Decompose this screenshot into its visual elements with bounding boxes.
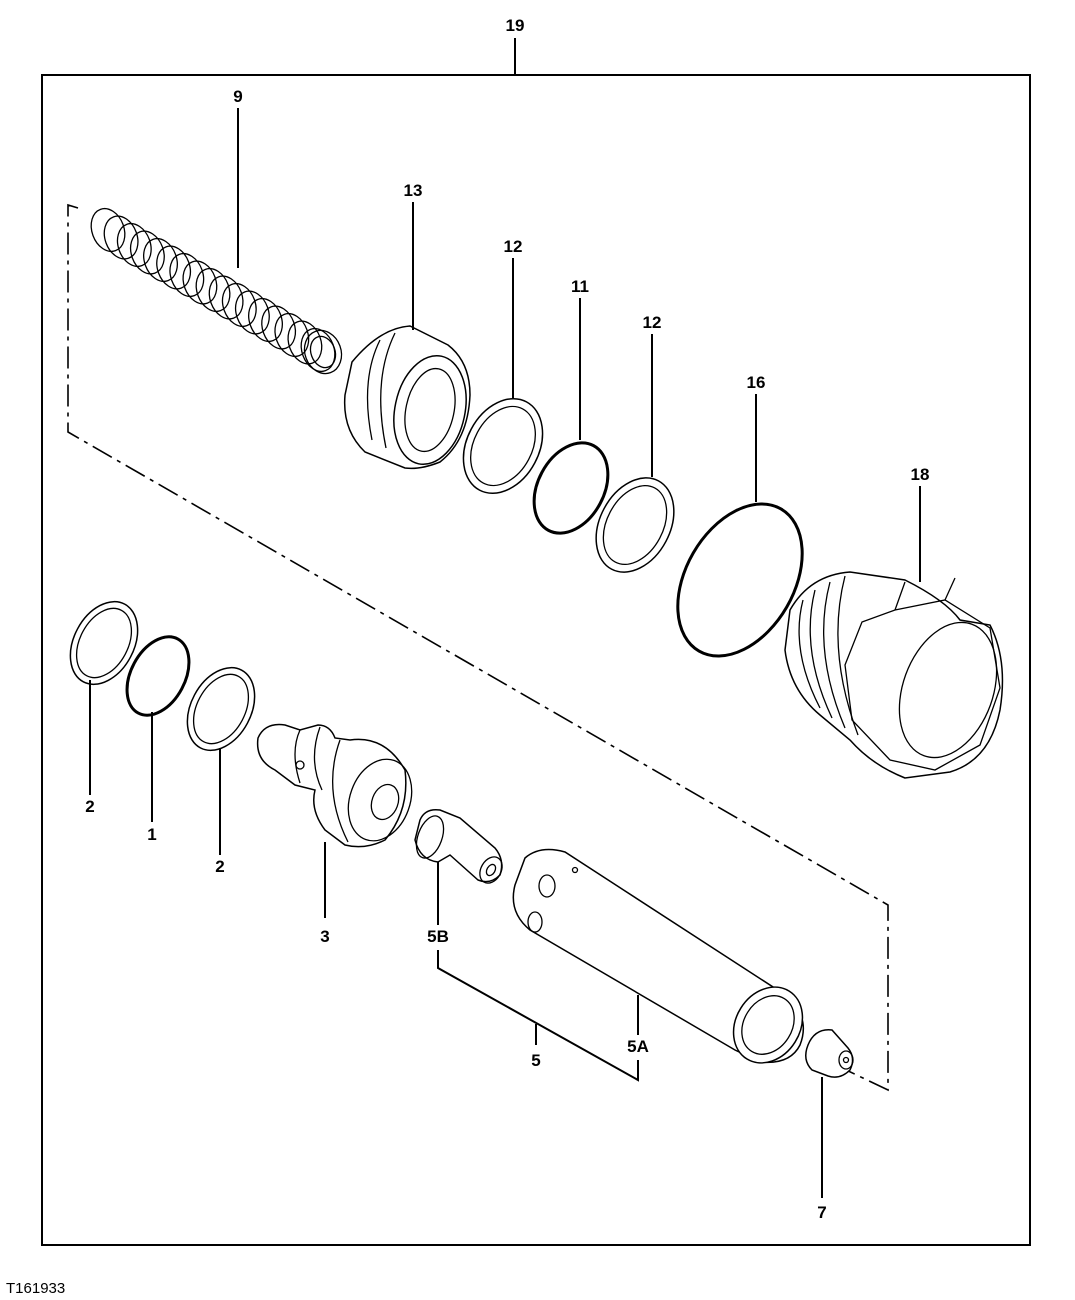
backup-ring-part-lower-left	[69, 600, 139, 686]
assembly-frame	[41, 74, 1031, 1246]
callout-12-left: 12	[504, 237, 523, 256]
spring-coil	[182, 260, 218, 305]
spring-coil	[208, 275, 244, 320]
valve-body-part	[512, 848, 805, 1064]
spring-coil	[221, 282, 257, 328]
pin-part	[414, 808, 503, 884]
spring-coil	[248, 297, 283, 343]
assembly-centerline	[67, 203, 889, 1092]
spring-coil	[261, 305, 297, 350]
callout-11: 11	[571, 277, 589, 296]
callout-5A: 5A	[627, 1037, 649, 1056]
spring-coil	[195, 267, 231, 313]
o-ring-part-lower	[125, 635, 191, 717]
backup-ring-part-lower-right	[186, 666, 256, 752]
plug-part	[784, 571, 1004, 779]
callout-12-right: 12	[643, 313, 662, 332]
spring-coil	[234, 290, 270, 335]
large-o-ring-part	[676, 502, 804, 658]
callout-3: 3	[320, 927, 329, 946]
spring-coil	[90, 207, 126, 253]
bracket-5	[437, 950, 639, 1082]
spring-coil	[156, 245, 192, 290]
spring-coil	[116, 222, 152, 268]
callout-5B: 5B	[427, 927, 449, 946]
callout-16: 16	[747, 373, 766, 392]
orifice-fitting-part	[805, 1029, 854, 1078]
callout-5: 5	[531, 1051, 540, 1070]
spring-coil	[169, 252, 205, 298]
spring-coil	[103, 215, 139, 260]
o-ring-part-upper	[532, 441, 610, 535]
callout-13: 13	[404, 181, 423, 200]
callout-2-left: 2	[85, 797, 94, 816]
spring-coil	[143, 237, 178, 283]
callout-1: 1	[147, 825, 156, 844]
spring-coil	[129, 230, 165, 275]
figure-id: T161933	[6, 1280, 65, 1297]
sleeve-part	[343, 325, 471, 470]
spring-coil	[274, 312, 310, 358]
callout-9: 9	[233, 87, 242, 106]
callout-19: 19	[506, 16, 525, 35]
spring-part	[90, 207, 343, 375]
backup-ring-part-upper-right	[595, 477, 675, 573]
callout-18: 18	[911, 465, 930, 484]
valve-poppet-part	[256, 723, 413, 848]
callout-2-right: 2	[215, 857, 224, 876]
backup-ring-part-upper-left	[462, 397, 544, 495]
callout-7: 7	[817, 1203, 826, 1222]
